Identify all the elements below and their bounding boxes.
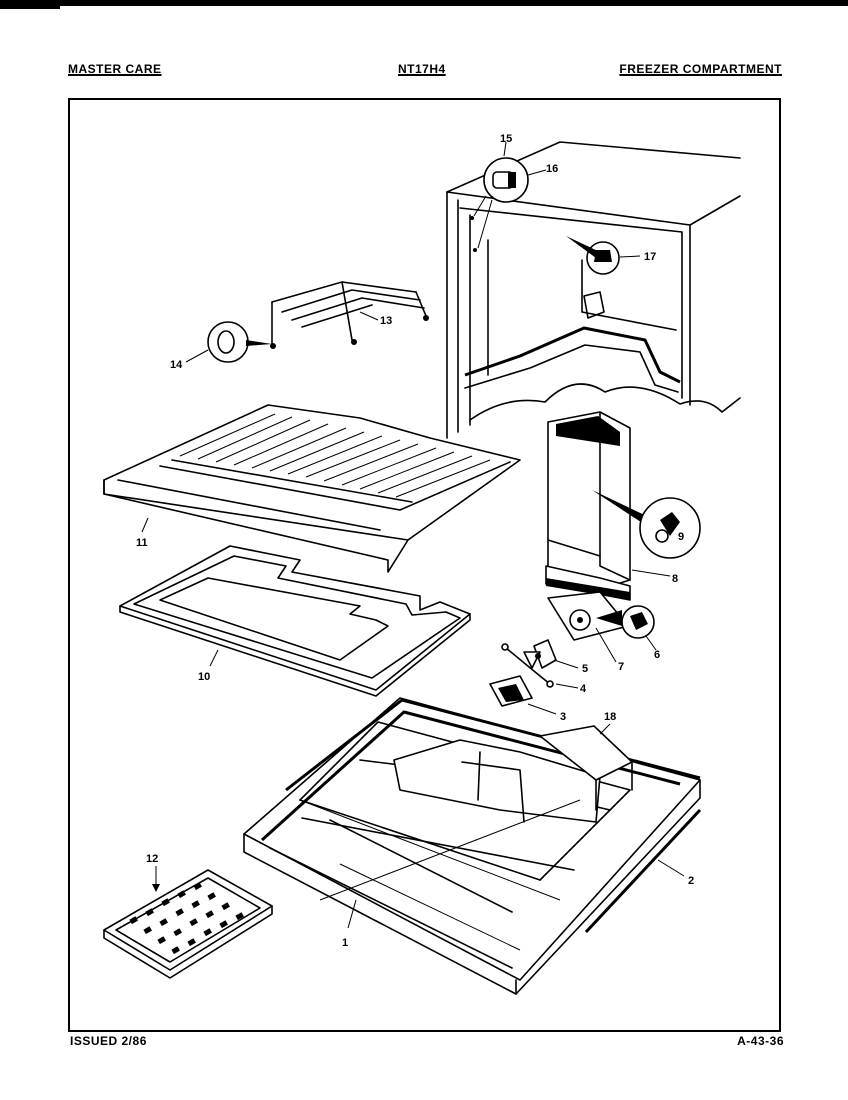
callout-15: 15 [500, 133, 512, 145]
callout-12: 12 [146, 853, 158, 865]
callout-18: 18 [604, 711, 616, 723]
wire-shelf-13 [270, 281, 429, 349]
footer-page-code: A-43-36 [737, 1034, 784, 1048]
callout-7: 7 [618, 661, 624, 673]
callout-4: 4 [580, 683, 587, 695]
freezer-floor-1 [243, 697, 702, 995]
callout-8: 8 [672, 573, 678, 585]
callout-10: 10 [198, 671, 210, 683]
duct-damper-detail [639, 497, 701, 559]
top-border-tail [0, 6, 60, 9]
insulation-panel-10 [119, 545, 471, 697]
footer-issue-date: ISSUED 2/86 [70, 1034, 147, 1048]
shelf-clip-detail [185, 321, 272, 363]
freezer-cabinet [446, 141, 741, 439]
callout-5: 5 [582, 663, 588, 675]
light-socket-detail [470, 141, 547, 252]
header-brand: MASTER CARE [68, 62, 162, 76]
ice-tray-12 [103, 866, 273, 979]
drain-trough-18 [539, 723, 633, 811]
callout-labels: 1 2 3 4 5 6 7 8 9 10 11 12 13 14 15 16 1… [136, 133, 694, 949]
callout-17: 17 [644, 251, 656, 263]
header-model: NT17H4 [398, 62, 446, 76]
diagram-frame [68, 98, 781, 1032]
callout-14: 14 [170, 359, 183, 371]
thermostat-knob-detail [566, 236, 641, 275]
callout-3: 3 [560, 711, 566, 723]
callout-1: 1 [342, 937, 348, 949]
callout-13: 13 [380, 315, 392, 327]
top-border-bar [0, 0, 848, 6]
callout-11: 11 [136, 537, 148, 549]
evaporator-fan-assembly [489, 639, 579, 715]
callout-9: 9 [678, 531, 684, 543]
header-section: FREEZER COMPARTMENT [619, 62, 782, 76]
air-duct-8 [545, 411, 671, 601]
freezer-shelf-11 [103, 404, 521, 573]
callout-6: 6 [654, 649, 660, 661]
fan-bracket-7 [547, 591, 657, 663]
callout-2: 2 [688, 875, 694, 887]
callout-16: 16 [546, 163, 558, 175]
